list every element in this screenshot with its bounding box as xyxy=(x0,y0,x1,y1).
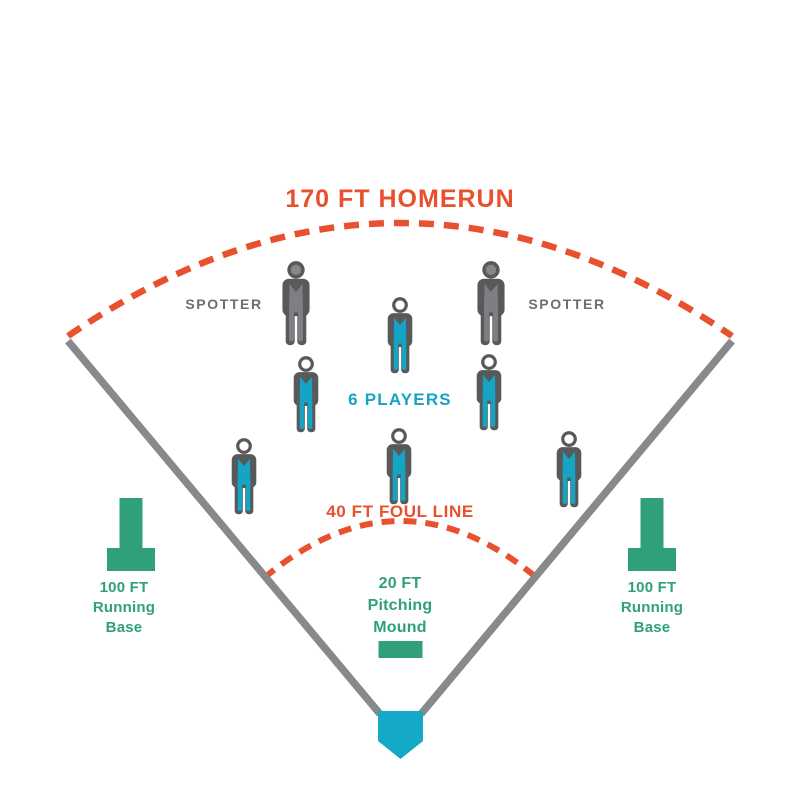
right-base-marker-icon xyxy=(628,498,676,571)
homerun-distance-label: 170 FT HOMERUN xyxy=(285,185,515,213)
running-base-left-word1: Running xyxy=(92,599,156,616)
player-mid-left-icon xyxy=(288,356,324,434)
pitching-mound-marker xyxy=(378,641,423,658)
player-front-center-icon xyxy=(381,428,417,506)
running-base-left-label: 100 FT Running Base xyxy=(93,578,155,638)
foul-line-distance-label: 40 FT FOUL LINE xyxy=(326,502,474,521)
player-front-right-icon xyxy=(551,431,587,509)
homerun-arc xyxy=(66,219,734,339)
running-base-left-word2: Base xyxy=(105,619,143,636)
running-base-right-word2: Base xyxy=(633,619,671,636)
players-count-label: 6 PLAYERS xyxy=(348,390,452,409)
spotter-left-icon xyxy=(277,261,315,347)
spotter-right-icon xyxy=(472,261,510,347)
player-center-icon xyxy=(382,297,418,375)
pitching-mound-distance: 20 FT xyxy=(378,575,422,592)
home-plate xyxy=(378,711,423,759)
running-base-right-label: 100 FT Running Base xyxy=(621,578,683,638)
foul-line-arc xyxy=(262,518,539,581)
player-front-left-icon xyxy=(226,438,262,516)
spotter-right-label: SPOTTER xyxy=(528,296,606,312)
pitching-mound-word2: Mound xyxy=(373,619,427,636)
running-base-right-distance: 100 FT xyxy=(627,579,677,596)
right-foul-line xyxy=(418,338,735,717)
player-mid-right-icon xyxy=(471,354,507,432)
pitching-mound-word1: Pitching xyxy=(367,597,433,614)
pitching-mound-label: 20 FT Pitching Mound xyxy=(368,573,433,639)
left-foul-line xyxy=(65,338,383,717)
running-base-left-distance: 100 FT xyxy=(99,579,149,596)
spotter-left-label: SPOTTER xyxy=(185,296,263,312)
running-base-right-word1: Running xyxy=(620,599,684,616)
left-base-marker-icon xyxy=(107,498,155,571)
